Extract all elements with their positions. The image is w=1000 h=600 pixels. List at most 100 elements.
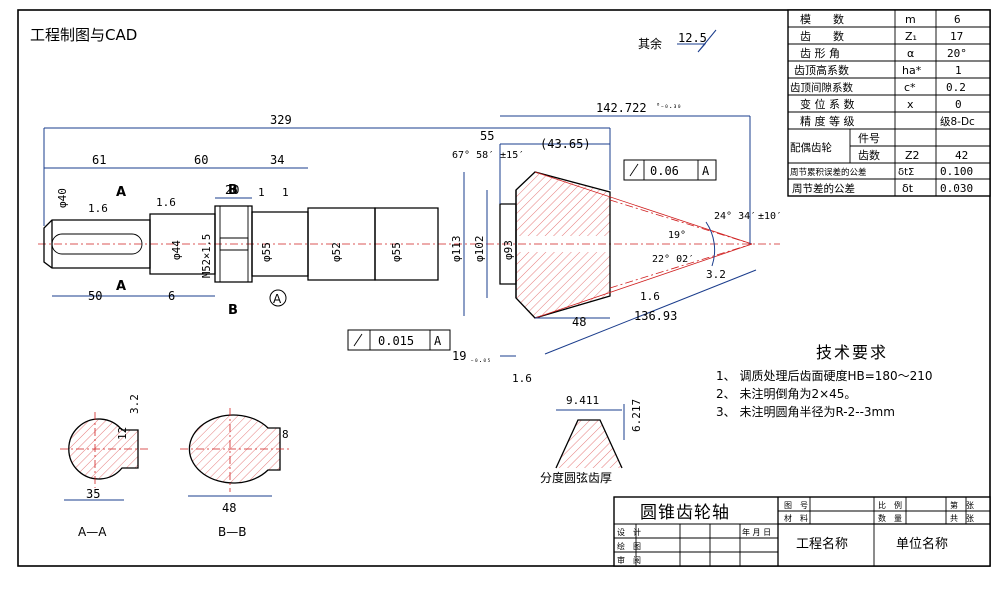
section-b-b-view (180, 408, 290, 497)
dim-phi93: φ93 (502, 240, 515, 260)
param-val-8: 42 (955, 149, 968, 162)
param-sym-10: δt (902, 182, 914, 195)
param-val-1: 17 (950, 30, 963, 43)
dim-phi44: φ44 (170, 240, 183, 260)
section-bb-dim-48: 48 (222, 501, 236, 515)
dim-m52: M52×1.5 (201, 234, 213, 278)
param-sym-1: Z₁ (905, 30, 917, 43)
param-name-4: 齿顶间隙系数 (790, 81, 853, 94)
runout-frame-1 (623, 159, 717, 181)
runout-1-value: 0.06 (650, 164, 679, 178)
cone-line-1 (534, 171, 753, 245)
param-val-4: 0.2 (946, 81, 966, 94)
dim-142-722: 142.722 (596, 101, 647, 115)
section-aa-label: A—A (78, 525, 107, 539)
dim-34: 34 (270, 153, 284, 167)
param-name-2: 齿 形 角 (800, 47, 840, 60)
param-name-1: 齿 数 (800, 30, 844, 43)
param-val-0: 6 (954, 13, 961, 26)
dim-phi113: φ113 (450, 236, 463, 263)
thread-slot (219, 237, 249, 251)
angle-19: 19° (668, 230, 686, 241)
runout-2-value: 0.015 (378, 334, 414, 348)
angle-67-58: 67° 58′ ±15′ (452, 150, 524, 161)
tb-check: 审 阅 (617, 555, 641, 565)
dim-20: 20 (225, 183, 239, 197)
section-a-a-view (60, 412, 150, 501)
section-mark-b-top: B (228, 183, 238, 198)
tooth-profile-view (555, 404, 625, 469)
dim-phi52: φ52 (330, 242, 343, 262)
mating-gear-label: 配偶齿轮 (790, 141, 832, 154)
param-name-3: 齿顶高系数 (794, 63, 849, 77)
runout-1-ref: A (702, 164, 710, 178)
dim-61: 61 (92, 153, 106, 167)
tech-item-1: 1、 调质处理后齿面硬度HB=180～210 (716, 368, 933, 383)
dim-phi40: φ40 (56, 188, 69, 208)
param-name-8: 齿数 (858, 149, 880, 162)
param-sym-8: Z2 (905, 149, 920, 162)
part-name: 圆锥齿轮轴 (640, 503, 730, 523)
dim-329: 329 (270, 113, 292, 127)
surface-finish-value: 12.5 (678, 31, 707, 45)
section-aa-roughness: 3.2 (128, 394, 141, 414)
runout-2-ref: A (434, 334, 442, 348)
section-mark-b-bottom: B (228, 303, 238, 318)
roughness-1-6-a: 1.6 (88, 202, 108, 215)
tech-heading: 技术要求 (816, 343, 888, 362)
param-sym-9: δtΣ (898, 167, 914, 178)
drawing-border (17, 9, 991, 567)
dim-55: 55 (480, 129, 494, 143)
dim-48: 48 (572, 315, 586, 329)
tb-date: 年 月 日 (742, 527, 771, 537)
tooth-chord: 9.411 (566, 394, 599, 407)
roughness-1-6-d: 1.6 (512, 372, 532, 385)
tb-total: 共 张 (950, 514, 974, 523)
tooth-height: 6.217 (630, 399, 643, 432)
tb-drawn: 绘 图 (617, 541, 641, 551)
param-val-2: 20° (947, 47, 967, 60)
angle-arc-1 (705, 221, 716, 267)
roughness-symbol (677, 29, 717, 53)
param-name-7: 件号 (858, 132, 880, 145)
section-mark-a-top: A (116, 185, 126, 200)
tb-scale: 比 例 (878, 500, 902, 510)
param-sym-3: ha* (902, 64, 922, 77)
param-sym-4: c* (904, 81, 916, 94)
section-mark-a-bottom: A (116, 279, 126, 294)
angle-24-34: 24° 34′ (714, 211, 756, 222)
param-val-5: 0 (955, 98, 962, 111)
dimension-lines (43, 115, 757, 357)
section-aa-dim-35: 35 (86, 487, 100, 501)
angle-22-02: 22° 02′ (652, 254, 694, 265)
section-bb-dim-8: 8 (282, 428, 289, 441)
dim-19: 19 (452, 349, 466, 363)
param-val-9: 0.100 (940, 165, 973, 178)
tb-unit-name: 单位名称 (896, 536, 948, 552)
param-name-5: 变 位 系 数 (800, 97, 855, 111)
dim-19-tol: ₋₀.₀₅ (470, 356, 491, 364)
dim-43-65: (43.65) (540, 137, 591, 151)
dim-phi102: φ102 (473, 236, 486, 263)
param-val-10: 0.030 (940, 182, 973, 195)
cone-line-2 (534, 243, 753, 319)
tb-sheet: 第 张 (950, 500, 974, 510)
gear-parameter-table (787, 9, 991, 197)
param-name-6: 精 度 等 级 (800, 114, 855, 128)
title-block (613, 496, 991, 567)
param-name-10: 周节差的公差 (792, 182, 855, 195)
tb-quantity: 数 量 (878, 513, 902, 523)
datum-a-label: A (273, 292, 282, 306)
cone-line-4 (609, 243, 753, 289)
tech-item-3: 3、 未注明圆角半径为R-2--3mm (716, 404, 895, 419)
dim-6: 6 (168, 289, 175, 303)
dim-phi55b: φ55 (390, 242, 403, 262)
tb-design: 设 计 (617, 527, 641, 537)
dim-60: 60 (194, 153, 208, 167)
roughness-1-6-c: 1.6 (640, 290, 660, 303)
tb-material: 材 料 (784, 513, 808, 523)
section-aa-dim-12: 12 (116, 427, 129, 440)
dim-142-tol: ⁰₋₀.₃₀ (656, 102, 681, 110)
bevel-gear-hatch-top (516, 172, 610, 236)
dim-50: 50 (88, 289, 102, 303)
